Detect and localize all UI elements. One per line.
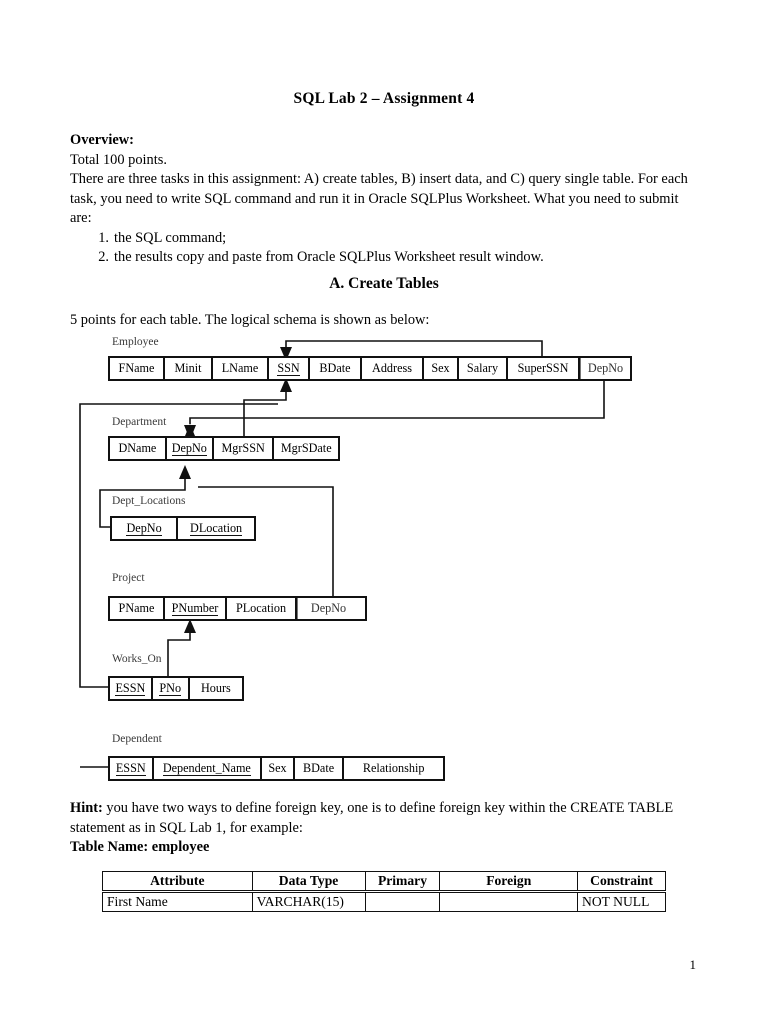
table-name-label: Table Name: employee [70, 839, 210, 856]
section-a-caption: 5 points for each table. The logical sch… [70, 312, 430, 328]
overview-section: Overview: Total 100 points. There are th… [70, 131, 692, 268]
entity-label-works-on: Works_On [112, 653, 162, 665]
attr-lname: LName [213, 358, 269, 379]
attr-salary: Salary [459, 358, 508, 379]
hint-label: Hint: [70, 800, 103, 816]
attr-dname: DName [110, 438, 167, 459]
cell-foreign [439, 891, 579, 912]
page-title: SQL Lab 2 – Assignment 4 [293, 90, 475, 107]
attr-sex: Sex [262, 758, 295, 779]
page-number: 1 [689, 957, 697, 972]
conn-employee-superssn-to-ssn [285, 340, 543, 356]
entity-project: PName PNumber PLocation DepNo [108, 596, 367, 621]
attr-bdate: BDate [310, 358, 362, 379]
list-item: 2. the results copy and paste from Oracl… [70, 248, 692, 268]
conn-workson-pno-to-project [167, 632, 191, 676]
cell-attribute: First Name [102, 891, 253, 912]
list-item-label: the SQL command; [114, 229, 227, 246]
list-item-number: 2. [98, 249, 109, 265]
column-header-constraint: Constraint [577, 871, 666, 893]
list-item-label: the results copy and paste from Oracle S… [114, 249, 544, 265]
list-item: 1. the SQL command; [70, 229, 692, 249]
entity-employee: FName Minit LName SSN BDate Address Sex … [108, 356, 632, 381]
attribute-definition-table: Attribute Data Type Primary Foreign Cons… [102, 871, 666, 912]
column-header-primary: Primary [364, 871, 441, 893]
attr-dlocation: DLocation [178, 518, 254, 539]
hint-paragraph: Hint: you have two ways to define foreig… [70, 799, 695, 838]
entity-dept-locations: DepNo DLocation [110, 516, 256, 541]
entity-department: DName DepNo MgrSSN MgrSDate [108, 436, 340, 461]
cell-data-type: VARCHAR(15) [251, 891, 366, 912]
attr-essn: ESSN [110, 758, 154, 779]
hint-text: you have two ways to define foreign key,… [70, 800, 674, 836]
attr-bdate: BDate [294, 758, 345, 779]
attr-sex: Sex [424, 358, 459, 379]
conn-department-mgrssn-to-employee-ssn [243, 391, 287, 436]
cell-primary [364, 891, 441, 912]
list-item-number: 1. [98, 229, 109, 246]
attr-pno: PNo [152, 678, 190, 699]
attr-plocation: PLocation [227, 598, 297, 619]
conn-employee-depno-to-department [189, 381, 605, 424]
attr-pnumber: PNumber [165, 598, 227, 619]
attr-mgrsdate: MgrSDate [274, 438, 338, 459]
entity-label-department: Department [112, 416, 167, 428]
overview-description: There are three tasks in this assignment… [70, 171, 688, 226]
hint-section: Hint: you have two ways to define foreig… [70, 799, 695, 858]
attr-fname: FName [110, 358, 165, 379]
attr-depno: DepNo [297, 598, 359, 619]
column-header-attribute: Attribute [102, 871, 253, 893]
column-header-data-type: Data Type [251, 871, 366, 893]
overview-heading: Overview: [70, 132, 134, 148]
attr-ssn: SSN [269, 358, 310, 379]
cell-constraint: NOT NULL [577, 891, 666, 912]
table-body: First Name VARCHAR(15) NOT NULL [102, 891, 666, 912]
attr-depno: DepNo [580, 358, 630, 379]
attr-relationship: Relationship [344, 758, 443, 779]
entity-label-dependent: Dependent [112, 733, 162, 745]
attr-minit: Minit [165, 358, 213, 379]
attr-depno: DepNo [166, 438, 214, 459]
submission-list: 1. the SQL command; 2. the results copy … [70, 229, 692, 268]
attr-mgrssn: MgrSSN [213, 438, 275, 459]
entity-label-employee: Employee [112, 336, 159, 348]
section-a-title: A. Create Tables [329, 275, 439, 292]
attr-hours: Hours [189, 678, 243, 699]
column-header-foreign: Foreign [439, 871, 579, 893]
attr-pname: PName [110, 598, 165, 619]
attr-address: Address [362, 358, 424, 379]
entity-label-project: Project [112, 572, 145, 584]
table-header: Attribute Data Type Primary Foreign Cons… [102, 871, 666, 893]
attr-dependent-name: Dependent_Name [153, 758, 263, 779]
entity-works-on: ESSN PNo Hours [108, 676, 244, 701]
attr-essn: ESSN [110, 678, 153, 699]
table-header-row: Attribute Data Type Primary Foreign Cons… [102, 871, 666, 893]
attr-depno: DepNo [112, 518, 179, 539]
conn-project-depno-to-department [198, 486, 334, 596]
entity-label-dept-locations: Dept_Locations [112, 495, 186, 507]
table-row: First Name VARCHAR(15) NOT NULL [102, 891, 666, 912]
attr-superssn: SuperSSN [508, 358, 580, 379]
entity-dependent: ESSN Dependent_Name Sex BDate Relationsh… [108, 756, 445, 781]
overview-total-points: Total 100 points. [70, 151, 167, 168]
